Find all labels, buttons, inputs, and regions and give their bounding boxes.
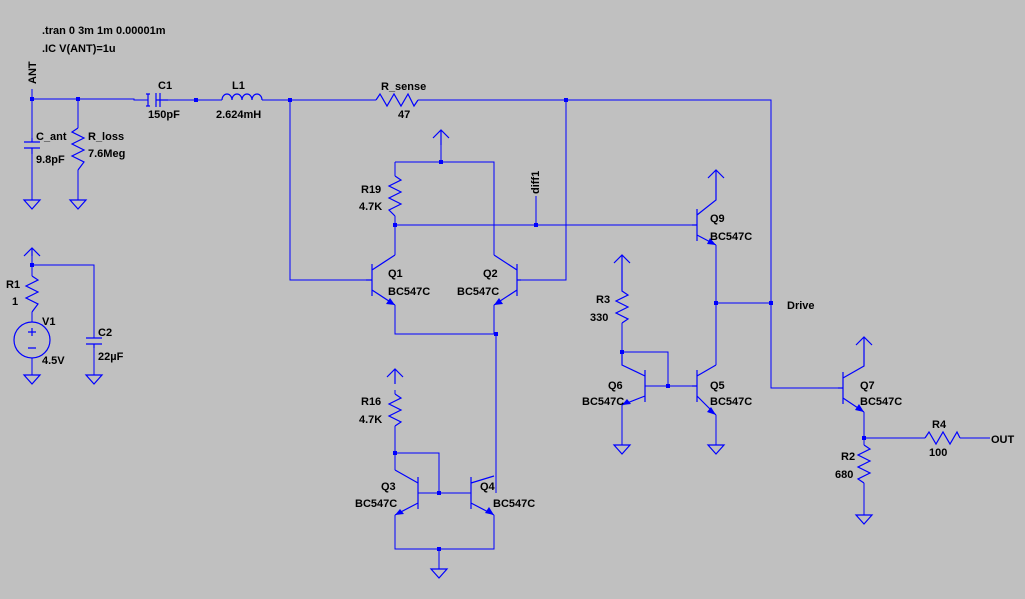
capacitor-c-ant: C_ant 9.8pF bbox=[24, 131, 67, 166]
r16-value: 4.7K bbox=[359, 414, 382, 426]
q1-value: BC547C bbox=[388, 286, 430, 298]
net-label-diff1: diff1 bbox=[530, 171, 542, 194]
transistor-q7: Q7 BC547C bbox=[838, 352, 902, 413]
resistor-r19: R19 4.7K bbox=[359, 175, 403, 217]
r1-value: 1 bbox=[12, 296, 18, 308]
q9-value: BC547C bbox=[710, 231, 752, 243]
r4-ref: R4 bbox=[932, 419, 947, 431]
transistor-q2: Q2 BC547C bbox=[457, 254, 521, 306]
c2-ref: C2 bbox=[98, 327, 112, 339]
transistor-q6: Q6 BC547C bbox=[582, 352, 646, 408]
net-label-ant: ANT bbox=[27, 61, 39, 84]
resistor-r4: R4 100 bbox=[924, 419, 961, 459]
tran-directive: .tran 0 3m 1m 0.00001m bbox=[42, 25, 166, 37]
c1-value: 150pF bbox=[148, 109, 180, 121]
net-label-drive: Drive bbox=[787, 300, 815, 312]
capacitor-c2: C2 22µF bbox=[86, 327, 124, 363]
junction-dots bbox=[30, 97, 866, 551]
wires bbox=[31, 89, 990, 569]
l1-ref: L1 bbox=[232, 80, 245, 92]
transistor-q4: Q4 BC547C bbox=[470, 475, 535, 516]
l1-value: 2.624mH bbox=[216, 109, 261, 121]
q3-value: BC547C bbox=[355, 498, 397, 510]
r3-ref: R3 bbox=[596, 294, 610, 306]
transistor-q5: Q5 BC547C bbox=[692, 364, 752, 416]
resistor-r-sense: R_sense 47 bbox=[375, 81, 426, 121]
q2-value: BC547C bbox=[457, 286, 499, 298]
q1-ref: Q1 bbox=[388, 268, 403, 280]
r2-ref: R2 bbox=[841, 451, 855, 463]
r3-value: 330 bbox=[590, 312, 608, 324]
transistor-q9: Q9 BC547C bbox=[692, 185, 752, 246]
c-ant-ref: C_ant bbox=[36, 131, 67, 143]
ground-symbols bbox=[22, 199, 874, 579]
r-loss-ref: R_loss bbox=[88, 131, 124, 143]
q5-ref: Q5 bbox=[710, 380, 725, 392]
q4-value: BC547C bbox=[493, 498, 535, 510]
r19-ref: R19 bbox=[361, 184, 381, 196]
q4-ref: Q4 bbox=[480, 481, 496, 493]
voltage-source-v1: V1 4.5V bbox=[13, 316, 65, 367]
r-sense-value: 47 bbox=[398, 109, 410, 121]
q7-value: BC547C bbox=[860, 396, 902, 408]
v1-value: 4.5V bbox=[42, 355, 65, 367]
transistor-q1: Q1 BC547C bbox=[366, 254, 430, 306]
ic-directive: .IC V(ANT)=1u bbox=[42, 43, 116, 55]
q3-ref: Q3 bbox=[381, 481, 396, 493]
r4-value: 100 bbox=[929, 447, 947, 459]
resistor-r-loss: R_loss 7.6Meg bbox=[70, 127, 125, 171]
r19-value: 4.7K bbox=[359, 201, 382, 213]
c-ant-value: 9.8pF bbox=[36, 154, 65, 166]
q5-value: BC547C bbox=[710, 396, 752, 408]
transistor-q3: Q3 BC547C bbox=[355, 469, 419, 516]
r16-ref: R16 bbox=[361, 396, 381, 408]
resistor-r2: R2 680 bbox=[835, 444, 872, 484]
r-loss-value: 7.6Meg bbox=[88, 148, 125, 160]
supply-arrows bbox=[23, 129, 873, 384]
resistor-r1: R1 1 bbox=[6, 275, 40, 313]
q7-ref: Q7 bbox=[860, 380, 875, 392]
capacitor-c1: C1 150pF bbox=[146, 80, 180, 121]
q6-ref: Q6 bbox=[608, 380, 623, 392]
resistor-r3: R3 330 bbox=[590, 270, 630, 324]
c1-ref: C1 bbox=[158, 80, 172, 92]
net-label-out: OUT bbox=[991, 434, 1015, 446]
q9-ref: Q9 bbox=[710, 213, 725, 225]
q2-ref: Q2 bbox=[483, 268, 498, 280]
c2-value: 22µF bbox=[98, 351, 124, 363]
inductor-l1: L1 2.624mH bbox=[216, 80, 263, 121]
r2-value: 680 bbox=[835, 469, 853, 481]
v1-ref: V1 bbox=[42, 316, 55, 328]
resistor-r16: R16 4.7K bbox=[359, 393, 403, 427]
q6-value: BC547C bbox=[582, 396, 624, 408]
r1-ref: R1 bbox=[6, 279, 20, 291]
r-sense-ref: R_sense bbox=[381, 81, 426, 93]
